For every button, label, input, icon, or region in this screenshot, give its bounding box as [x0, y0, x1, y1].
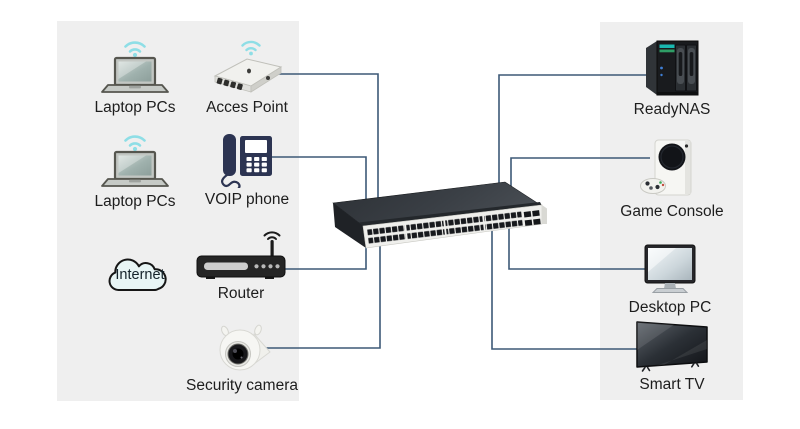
ap-ports [216, 77, 243, 90]
switch-front-panel [362, 204, 543, 249]
device-label: VOIP phone [204, 191, 290, 208]
game-console-icon [640, 139, 692, 196]
device-label: Desktop PC [628, 299, 712, 316]
voip-phone-icon [221, 134, 272, 188]
switch-left-face [333, 203, 366, 248]
device-label: Acces Point [206, 99, 288, 116]
switch-vent-strip [359, 202, 542, 227]
device-voip-phone: VOIP phone [198, 130, 296, 208]
device-label: Security camera [186, 377, 298, 394]
wifi-icon [124, 41, 146, 58]
wifi-icon [263, 231, 281, 240]
network-switch-icon [332, 181, 547, 249]
device-security-camera: Security camera [186, 322, 298, 394]
device-label: Router [217, 285, 265, 302]
device-label: ReadyNAS [633, 101, 711, 118]
device-label: Game Console [620, 203, 724, 220]
router-icon [196, 231, 286, 279]
internet-cloud-icon [108, 258, 167, 291]
smart-tv-icon [636, 321, 708, 372]
device-label: Laptop PCs [94, 99, 176, 116]
device-router: Router [192, 230, 290, 302]
device-label: Internet [115, 267, 165, 283]
switch-right-cap [542, 205, 547, 224]
router-leds [254, 264, 280, 269]
device-smart-tv: Smart TV [616, 318, 728, 393]
device-game-console: Game Console [614, 138, 730, 220]
access-point-icon [213, 40, 283, 93]
desktop-pc-icon [644, 244, 696, 293]
laptop-wifi-icon [101, 41, 169, 93]
switch-port-rows [367, 209, 541, 247]
drive-bays [675, 44, 697, 92]
device-laptop-2: Laptop PCs [93, 130, 177, 210]
tv-feet [641, 362, 700, 372]
device-desktop-pc: Desktop PC [620, 242, 720, 316]
device-readynas: ReadyNAS [620, 38, 724, 118]
device-access-point: Acces Point [198, 38, 296, 116]
device-label: Laptop PCs [94, 193, 176, 210]
device-label: Smart TV [639, 376, 705, 393]
switch-top-face [332, 181, 543, 227]
laptop-wifi-icon [101, 135, 169, 187]
switch-uplink-ports [523, 210, 541, 226]
game-controller [640, 178, 666, 194]
security-camera-icon [219, 324, 271, 371]
wifi-icon [241, 40, 261, 56]
keypad [246, 157, 267, 173]
device-internet: Internet [103, 251, 177, 297]
wifi-icon [124, 135, 146, 152]
nas-icon [646, 40, 699, 96]
device-laptop-1: Laptop PCs [93, 36, 177, 116]
